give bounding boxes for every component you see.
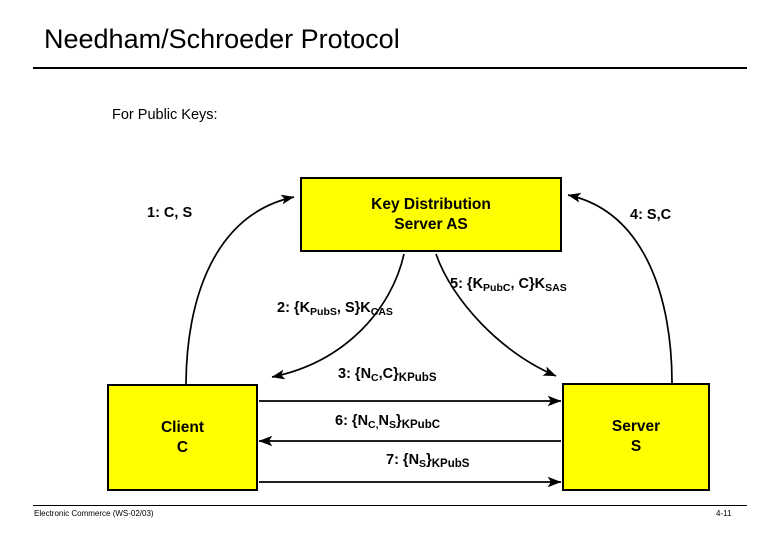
arrow-msg5 [435, 253, 557, 377]
entity-kds-line2: Server AS [394, 215, 468, 233]
arrow-msg1 [185, 194, 295, 387]
entity-client-line1: Client [160, 418, 205, 436]
message-label-5: 5: {KPubC, C}KSAS [450, 276, 567, 294]
message-label-7: 7: {NS}KPubS [386, 452, 470, 470]
entity-kds-line1: Key Distribution [371, 195, 491, 213]
message-label-1: 1: C, S [147, 205, 193, 221]
message-label-2: 2: {KPubS, S}KCAS [277, 300, 393, 318]
footer-course-label: Electronic Commerce (WS-02/03) [34, 509, 154, 518]
entity-server-line2: S [630, 438, 642, 455]
entity-client-line2: C [176, 438, 189, 456]
footer-divider [33, 505, 747, 506]
page-title: Needham/Schroeder Protocol [44, 24, 400, 54]
entity-key-distribution-server[interactable]: Key Distribution Server AS [300, 177, 562, 252]
message-label-4: 4: S,C [630, 207, 672, 223]
message-label-6: 6: {NC,NS}KPubC [335, 413, 441, 431]
title-divider [33, 67, 747, 69]
arrow-msg4 [567, 192, 673, 384]
footer-page-number: 4-11 [716, 509, 732, 518]
message-label-3: 3: {NC,C}KPubS [338, 366, 437, 384]
entity-server-line1: Server [611, 418, 661, 436]
subtitle-label: For Public Keys: [112, 107, 218, 123]
entity-server[interactable]: Server S [562, 383, 710, 491]
entity-client[interactable]: Client C [107, 384, 258, 491]
